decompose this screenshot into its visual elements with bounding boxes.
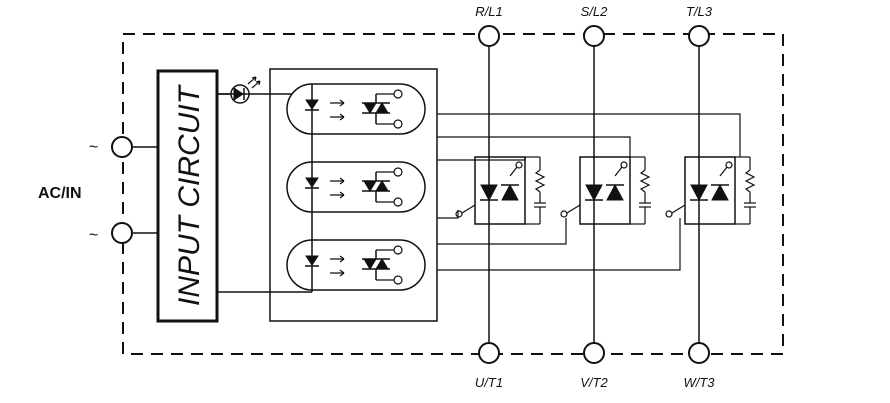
resistor-icon <box>534 169 546 193</box>
opto-output-pin-bottom <box>393 119 403 129</box>
scr-forward-icon <box>480 184 498 202</box>
input-terminal-bottom <box>111 222 133 244</box>
trigger-line-4 <box>437 218 681 271</box>
gate-pin <box>455 210 463 218</box>
optocoupler-3 <box>286 239 426 291</box>
opto-led-icon <box>305 99 319 110</box>
ac-in-label: AC/IN <box>38 185 82 202</box>
terminal-r-l1 <box>478 25 500 47</box>
stage-frame <box>474 156 526 225</box>
terminal-w-t3 <box>688 342 710 364</box>
power-stage <box>455 156 546 225</box>
tilde-bottom: ~ <box>89 227 98 244</box>
opto-light-arrows <box>330 99 345 121</box>
optocoupler <box>286 83 426 135</box>
terminal-v-t2 <box>583 342 605 364</box>
label-t-l3: T/L3 <box>686 4 713 19</box>
optocoupler-2 <box>286 161 426 213</box>
label-s-l2: S/L2 <box>581 4 609 19</box>
input-circuit-label: INPUT CIRCUIT <box>173 83 206 306</box>
label-u-t1: U/T1 <box>475 375 503 390</box>
optocoupler-housing <box>286 83 426 135</box>
label-v-t2: V/T2 <box>580 375 608 390</box>
power-stage-2 <box>560 156 652 225</box>
trigger-line-1b <box>437 136 631 157</box>
terminal-s-l2 <box>583 25 605 47</box>
gate-pin-2 <box>515 161 523 169</box>
scr-gate-b <box>509 166 518 177</box>
trigger-line-1a <box>437 113 741 157</box>
tilde-top: ~ <box>89 139 98 156</box>
input-circuit-block <box>156 69 219 323</box>
input-terminal-top <box>111 136 133 158</box>
enclosure-outline <box>122 33 784 355</box>
scr-gate-a <box>461 204 476 214</box>
label-w-t3: W/T3 <box>683 375 715 390</box>
terminal-t-l3 <box>688 25 710 47</box>
power-stage-3 <box>665 156 757 225</box>
scr-reverse-icon <box>501 183 519 201</box>
trigger-line-3 <box>437 218 567 245</box>
led-emission-icon <box>247 76 261 89</box>
trigger-line-2 <box>437 210 459 219</box>
label-r-l1: R/L1 <box>475 4 502 19</box>
opto-output-pin-top <box>393 89 403 99</box>
terminal-u-t1 <box>478 342 500 364</box>
